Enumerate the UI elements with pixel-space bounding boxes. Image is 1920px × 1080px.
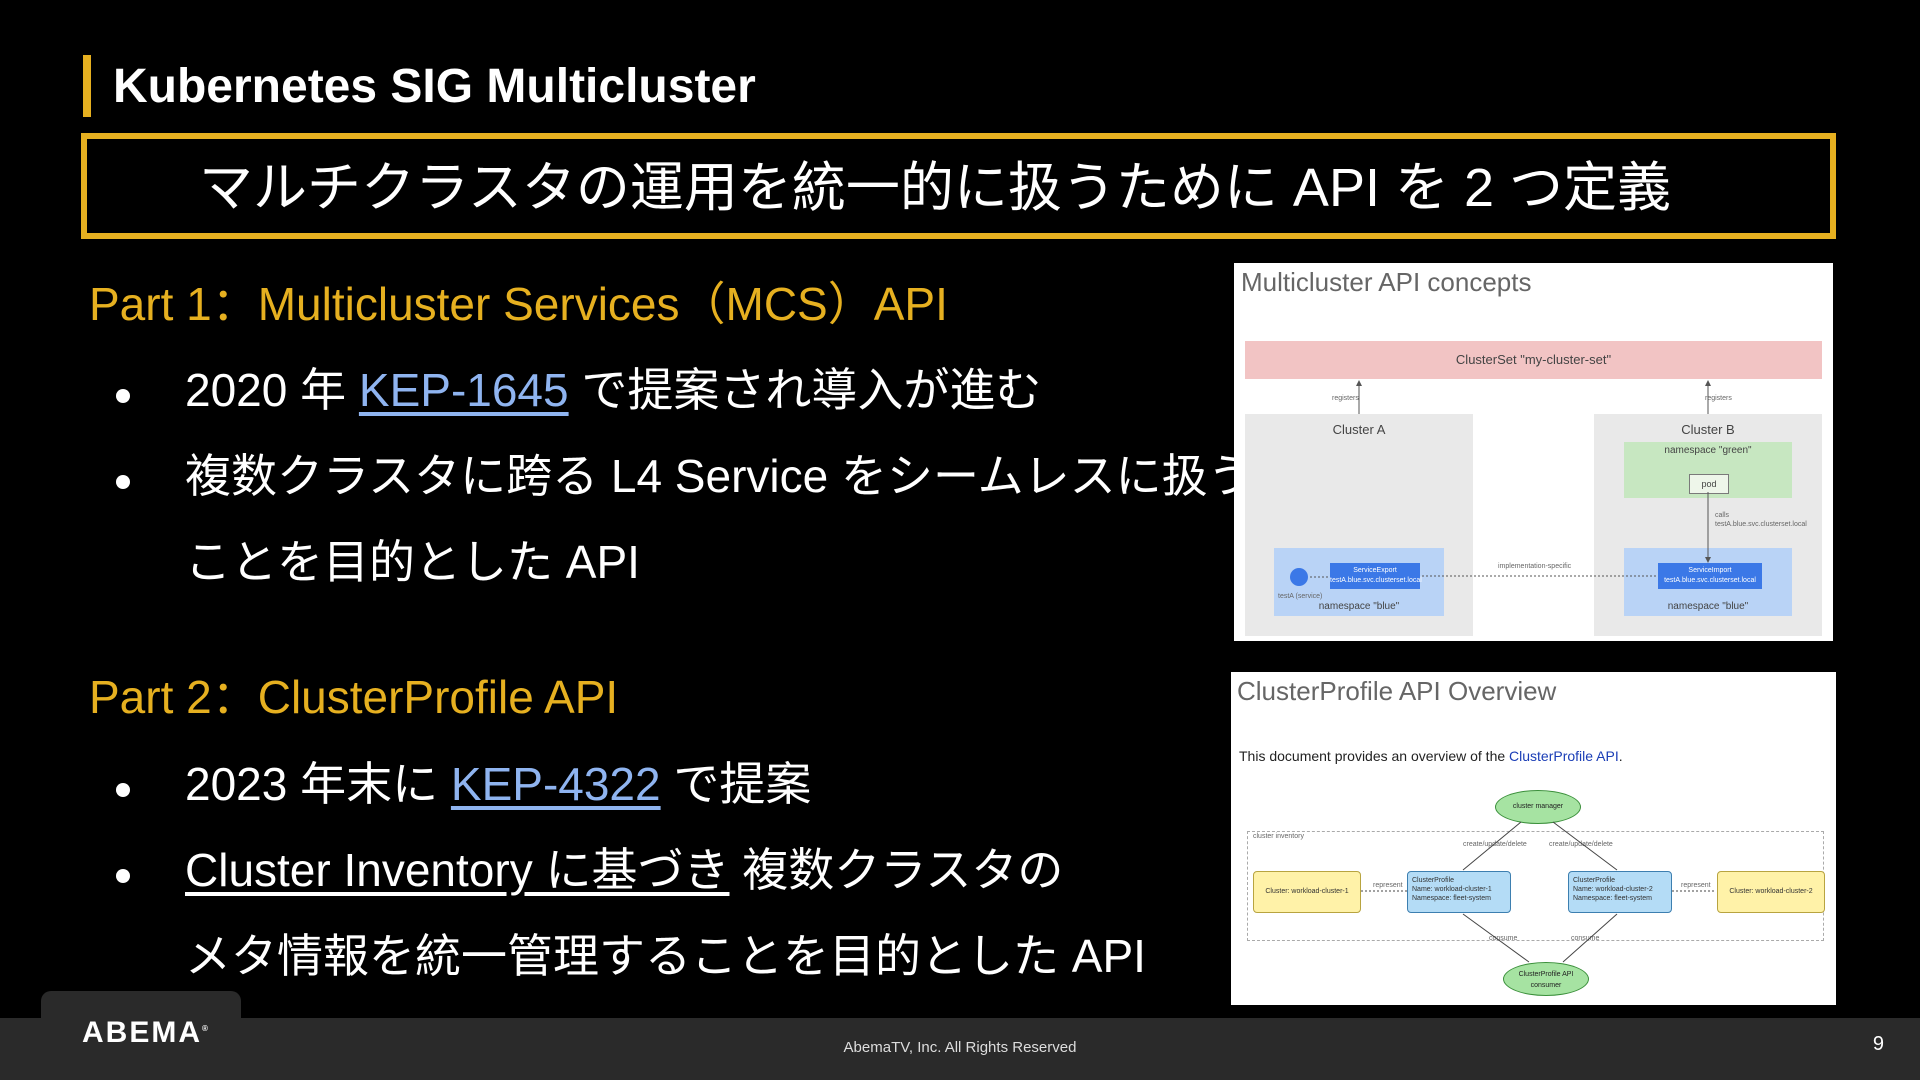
crud-label-left: create/update/delete bbox=[1463, 841, 1527, 848]
clusterset-band: ClusterSet "my-cluster-set" bbox=[1245, 341, 1822, 379]
namespace-blue-a-label: namespace "blue" bbox=[1318, 601, 1400, 612]
workload-cluster-1-node: Cluster: workload-cluster-1 bbox=[1253, 871, 1361, 913]
namespace-blue-b-label: namespace "blue" bbox=[1667, 601, 1749, 612]
part1-bullet1-pre: 2020 年 bbox=[185, 364, 359, 416]
part1-bullet2-dot bbox=[116, 475, 130, 489]
part1-bullet2-line2: ことを目的とした API bbox=[185, 536, 640, 588]
page-number: 9 bbox=[1872, 1033, 1884, 1055]
title-accent-bar bbox=[83, 55, 91, 117]
clusterprofile-consumer-node: ClusterProfile API consumer bbox=[1503, 962, 1589, 996]
abema-logo: ABEMA® bbox=[82, 1016, 210, 1050]
figure1-connectors bbox=[1310, 380, 1711, 578]
crud-label-right: create/update/delete bbox=[1549, 841, 1613, 848]
logo-text: ABEMA bbox=[82, 1016, 202, 1049]
part2-bullet2-dot bbox=[116, 869, 130, 883]
service-export-name: testA.blue.svc.clusterset.local bbox=[1330, 577, 1422, 584]
namespace-green-label: namespace "green" bbox=[1664, 445, 1752, 456]
part2-bullet2-post: 複数クラスタの bbox=[729, 844, 1064, 896]
part1-bullet1-post: で提案され導入が進む bbox=[568, 364, 1042, 416]
represent-label-left: represent bbox=[1373, 882, 1403, 889]
logo-tab bbox=[41, 991, 241, 1051]
headline-box: マルチクラスタの運用を統一的に扱うために API を 2 つ定義 bbox=[81, 133, 1836, 239]
part2-title: Part 2：ClusterProfile API bbox=[89, 671, 619, 723]
part2-bullet2-line1: Cluster Inventory に基づき 複数クラスタの bbox=[185, 842, 1063, 898]
copyright-text: AbemaTV, Inc. All Rights Reserved bbox=[843, 1039, 1077, 1056]
cluster-b-label: Cluster B bbox=[1681, 422, 1735, 437]
figure2-desc-post: . bbox=[1618, 748, 1623, 764]
cluster-a-label: Cluster A bbox=[1332, 422, 1386, 437]
pod-box: pod bbox=[1689, 474, 1729, 494]
part1-title: Part 1：Multicluster Services（MCS）API bbox=[89, 278, 948, 330]
cluster-manager-node: cluster manager bbox=[1495, 790, 1581, 824]
registers-label-b: registers bbox=[1705, 395, 1732, 402]
service-label: testA (service) bbox=[1278, 593, 1323, 600]
service-import-name: testA.blue.svc.clusterset.local bbox=[1664, 577, 1756, 584]
figure2-description: This document provides an overview of th… bbox=[1239, 748, 1623, 764]
service-import-box: ServiceImport testA.blue.svc.clusterset.… bbox=[1658, 563, 1762, 589]
part2-bullet2-line2: メタ情報を統一管理することを目的とした API bbox=[185, 930, 1146, 982]
kep-4322-link[interactable]: KEP-4322 bbox=[450, 758, 661, 810]
figure2-connectors bbox=[1361, 821, 1716, 963]
registers-label-a: registers bbox=[1332, 395, 1359, 402]
clusterprofile-1-node: ClusterProfile Name: workload-cluster-1 … bbox=[1407, 871, 1511, 913]
registered-mark: ® bbox=[202, 1024, 210, 1033]
clusterprofile-2-node: ClusterProfile Name: workload-cluster-2 … bbox=[1568, 871, 1672, 913]
represent-label-right: represent bbox=[1681, 882, 1711, 889]
clusterprofile-api-link[interactable]: ClusterProfile API bbox=[1509, 748, 1619, 764]
part2-bullet1-pre: 2023 年末に bbox=[185, 758, 451, 810]
implementation-specific-label: implementation-specific bbox=[1498, 563, 1572, 570]
part2-bullet1-dot bbox=[116, 783, 130, 797]
part1-bullet1: 2020 年 KEP-1645 で提案され導入が進む bbox=[185, 362, 1041, 418]
slide-title: Kubernetes SIG Multicluster bbox=[113, 60, 756, 113]
calls-target-label: testA.blue.svc.clusterset.local bbox=[1715, 521, 1807, 528]
cluster-inventory-underlined: Cluster Inventory に基づき bbox=[185, 844, 730, 896]
clusterprofile-api-overview-figure: ClusterProfile API Overview This documen… bbox=[1231, 672, 1836, 1005]
kep-1645-link[interactable]: KEP-1645 bbox=[358, 364, 569, 416]
service-circle-icon bbox=[1290, 568, 1308, 586]
consume-label-left: consume bbox=[1489, 935, 1518, 942]
service-import-label: ServiceImport bbox=[1688, 567, 1732, 574]
figure2-title: ClusterProfile API Overview bbox=[1237, 676, 1557, 706]
calls-label: calls bbox=[1715, 512, 1730, 519]
part1-bullet2-line1: 複数クラスタに跨る L4 Service をシームレスに扱う bbox=[185, 450, 1254, 502]
service-export-box: ServiceExport testA.blue.svc.clusterset.… bbox=[1330, 563, 1422, 589]
part2-bullet1: 2023 年末に KEP-4322 で提案 bbox=[185, 756, 811, 812]
headline-text: マルチクラスタの運用を統一的に扱うために API を 2 つ定義 bbox=[199, 158, 1671, 218]
part1-bullet1-dot bbox=[116, 389, 130, 403]
part2-bullet1-post: で提案 bbox=[660, 758, 812, 810]
figure2-desc-pre: This document provides an overview of th… bbox=[1239, 748, 1510, 764]
multicluster-api-concepts-figure: Multicluster API concepts ClusterSet "my… bbox=[1234, 263, 1833, 641]
workload-cluster-2-node: Cluster: workload-cluster-2 bbox=[1717, 871, 1825, 913]
service-export-label: ServiceExport bbox=[1353, 567, 1397, 574]
cluster-inventory-label: cluster inventory bbox=[1253, 833, 1304, 840]
footer-bar bbox=[0, 1018, 1920, 1080]
figure1-title: Multicluster API concepts bbox=[1241, 267, 1532, 297]
consume-label-right: consume bbox=[1571, 935, 1600, 942]
